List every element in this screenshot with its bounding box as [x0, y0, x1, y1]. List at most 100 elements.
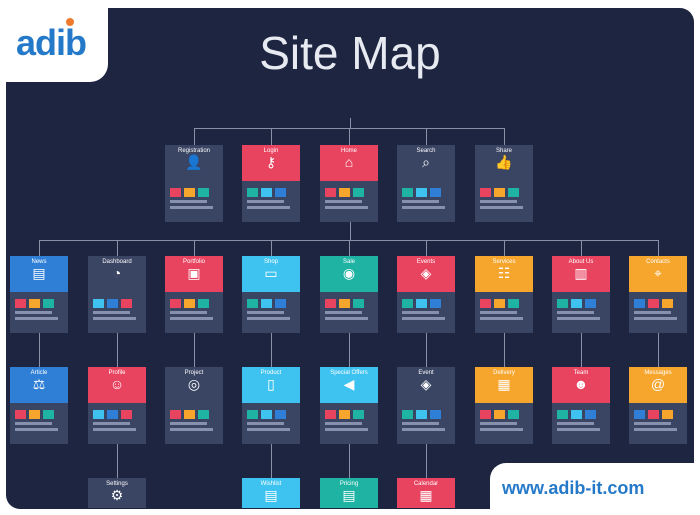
card-wireframe — [88, 292, 146, 327]
connector-line — [350, 222, 351, 240]
connector-line — [349, 444, 350, 478]
connector-line — [194, 128, 195, 145]
connector-line — [117, 240, 118, 256]
scales-icon: ⚖ — [32, 376, 46, 392]
card-wireframe — [475, 403, 533, 438]
page-title: Site Map — [259, 27, 441, 79]
card-title: Services — [492, 259, 516, 265]
page-card-team: Team☻ — [552, 367, 610, 444]
card-title: Search — [416, 148, 436, 154]
connector-line — [581, 240, 582, 256]
page-card-article: Article⚖ — [10, 367, 68, 444]
card-wireframe — [397, 292, 455, 327]
card-title: Registration — [177, 148, 210, 154]
card-title: Portfolio — [182, 259, 205, 265]
card-title: Login — [263, 148, 279, 154]
card-title: News — [31, 259, 47, 265]
card-wireframe — [10, 292, 68, 327]
card-title: Calendar — [413, 481, 439, 487]
page-card-wishlist: Wishlist▤ — [242, 478, 300, 508]
page-card-dashboard: Dashboard◔ — [88, 256, 146, 333]
card-title: Project — [184, 370, 204, 376]
card-title: Wishlist — [260, 481, 282, 487]
page-card-contacts: Contacts⌖ — [629, 256, 687, 333]
card-wireframe — [552, 403, 610, 438]
connector-line — [504, 240, 505, 256]
connector-line — [581, 333, 582, 367]
newspaper-icon: ▤ — [32, 265, 46, 281]
card-wireframe — [242, 292, 300, 327]
page-card-home: Home⌂ — [320, 145, 378, 222]
page-card-special-offers: Special Offers◀ — [320, 367, 378, 444]
page-card-events: Events◈ — [397, 256, 455, 333]
website-banner: www.adib-it.com — [490, 463, 700, 515]
thumbs-up-icon: 👍 — [495, 154, 513, 170]
card-title: Special Offers — [330, 370, 368, 376]
connector-line — [349, 333, 350, 367]
box-icon: ▦ — [497, 376, 511, 392]
card-title: Dashboard — [102, 259, 132, 265]
card-title: Messages — [644, 370, 672, 376]
page-card-calendar: Calendar▦ — [397, 478, 455, 508]
card-wireframe — [629, 403, 687, 438]
team-icon: ☻ — [573, 376, 589, 392]
services-icon: ☷ — [497, 265, 511, 281]
connector-line — [504, 128, 505, 145]
presentation-icon: ▣ — [187, 265, 201, 281]
page-card-pricing: Pricing▤ — [320, 478, 378, 508]
connector-line — [271, 240, 272, 256]
card-wireframe — [165, 292, 223, 327]
connector-line — [349, 240, 350, 256]
page-card-share: Share👍 — [475, 145, 533, 222]
megaphone-icon: ◀ — [343, 376, 355, 392]
card-wireframe — [165, 181, 223, 216]
connector-line — [117, 333, 118, 367]
card-title: Home — [340, 148, 357, 154]
card-wireframe — [320, 181, 378, 216]
card-title: Events — [416, 259, 436, 265]
lightbulb-icon: ◎ — [187, 376, 201, 392]
card-wireframe — [475, 181, 533, 216]
connector-line — [658, 240, 659, 256]
page-card-sale: Sale◉ — [320, 256, 378, 333]
card-wireframe — [397, 403, 455, 438]
key-icon: ⚷ — [265, 154, 277, 170]
card-title: Profile — [108, 370, 126, 376]
page-card-login: Login⚷ — [242, 145, 300, 222]
card-title: Share — [495, 148, 512, 154]
card-title: Team — [573, 370, 589, 376]
connector-line — [426, 128, 427, 145]
page-card-portfolio: Portfolio▣ — [165, 256, 223, 333]
connector-line — [426, 240, 427, 256]
logo-dot — [66, 18, 74, 26]
page-card-shop: Shop▭ — [242, 256, 300, 333]
card-wireframe — [242, 181, 300, 216]
card-wireframe — [475, 292, 533, 327]
card-wireframe — [165, 403, 223, 438]
card-title: Pricing — [339, 481, 359, 487]
card-title: Article — [30, 370, 48, 376]
building-icon: ▥ — [574, 265, 588, 281]
connector-line — [426, 333, 427, 367]
search-icon: ⌕ — [422, 154, 430, 170]
card-title: Contacts — [646, 259, 670, 265]
gear-icon: ⚙ — [110, 487, 124, 503]
piggy-bank-icon: ◉ — [342, 265, 356, 281]
clipboard-icon: ▤ — [264, 487, 278, 503]
card-title: Sale — [342, 259, 355, 265]
connector-line — [504, 333, 505, 367]
page-card-news: News▤ — [10, 256, 68, 333]
connector-line — [39, 333, 40, 367]
page-card-profile: Profile☺ — [88, 367, 146, 444]
page-card-delivery: Delivery▦ — [475, 367, 533, 444]
monitor-icon: ▭ — [264, 265, 278, 281]
card-title: About Us — [568, 259, 594, 265]
logo-text: adib — [16, 22, 87, 63]
connector-line — [349, 128, 350, 145]
connector-line — [194, 333, 195, 367]
map-icon: ⌖ — [654, 265, 662, 281]
page-card-event: Event◈ — [397, 367, 455, 444]
card-wireframe — [629, 292, 687, 327]
connector-line — [271, 444, 272, 478]
card-wireframe — [320, 292, 378, 327]
